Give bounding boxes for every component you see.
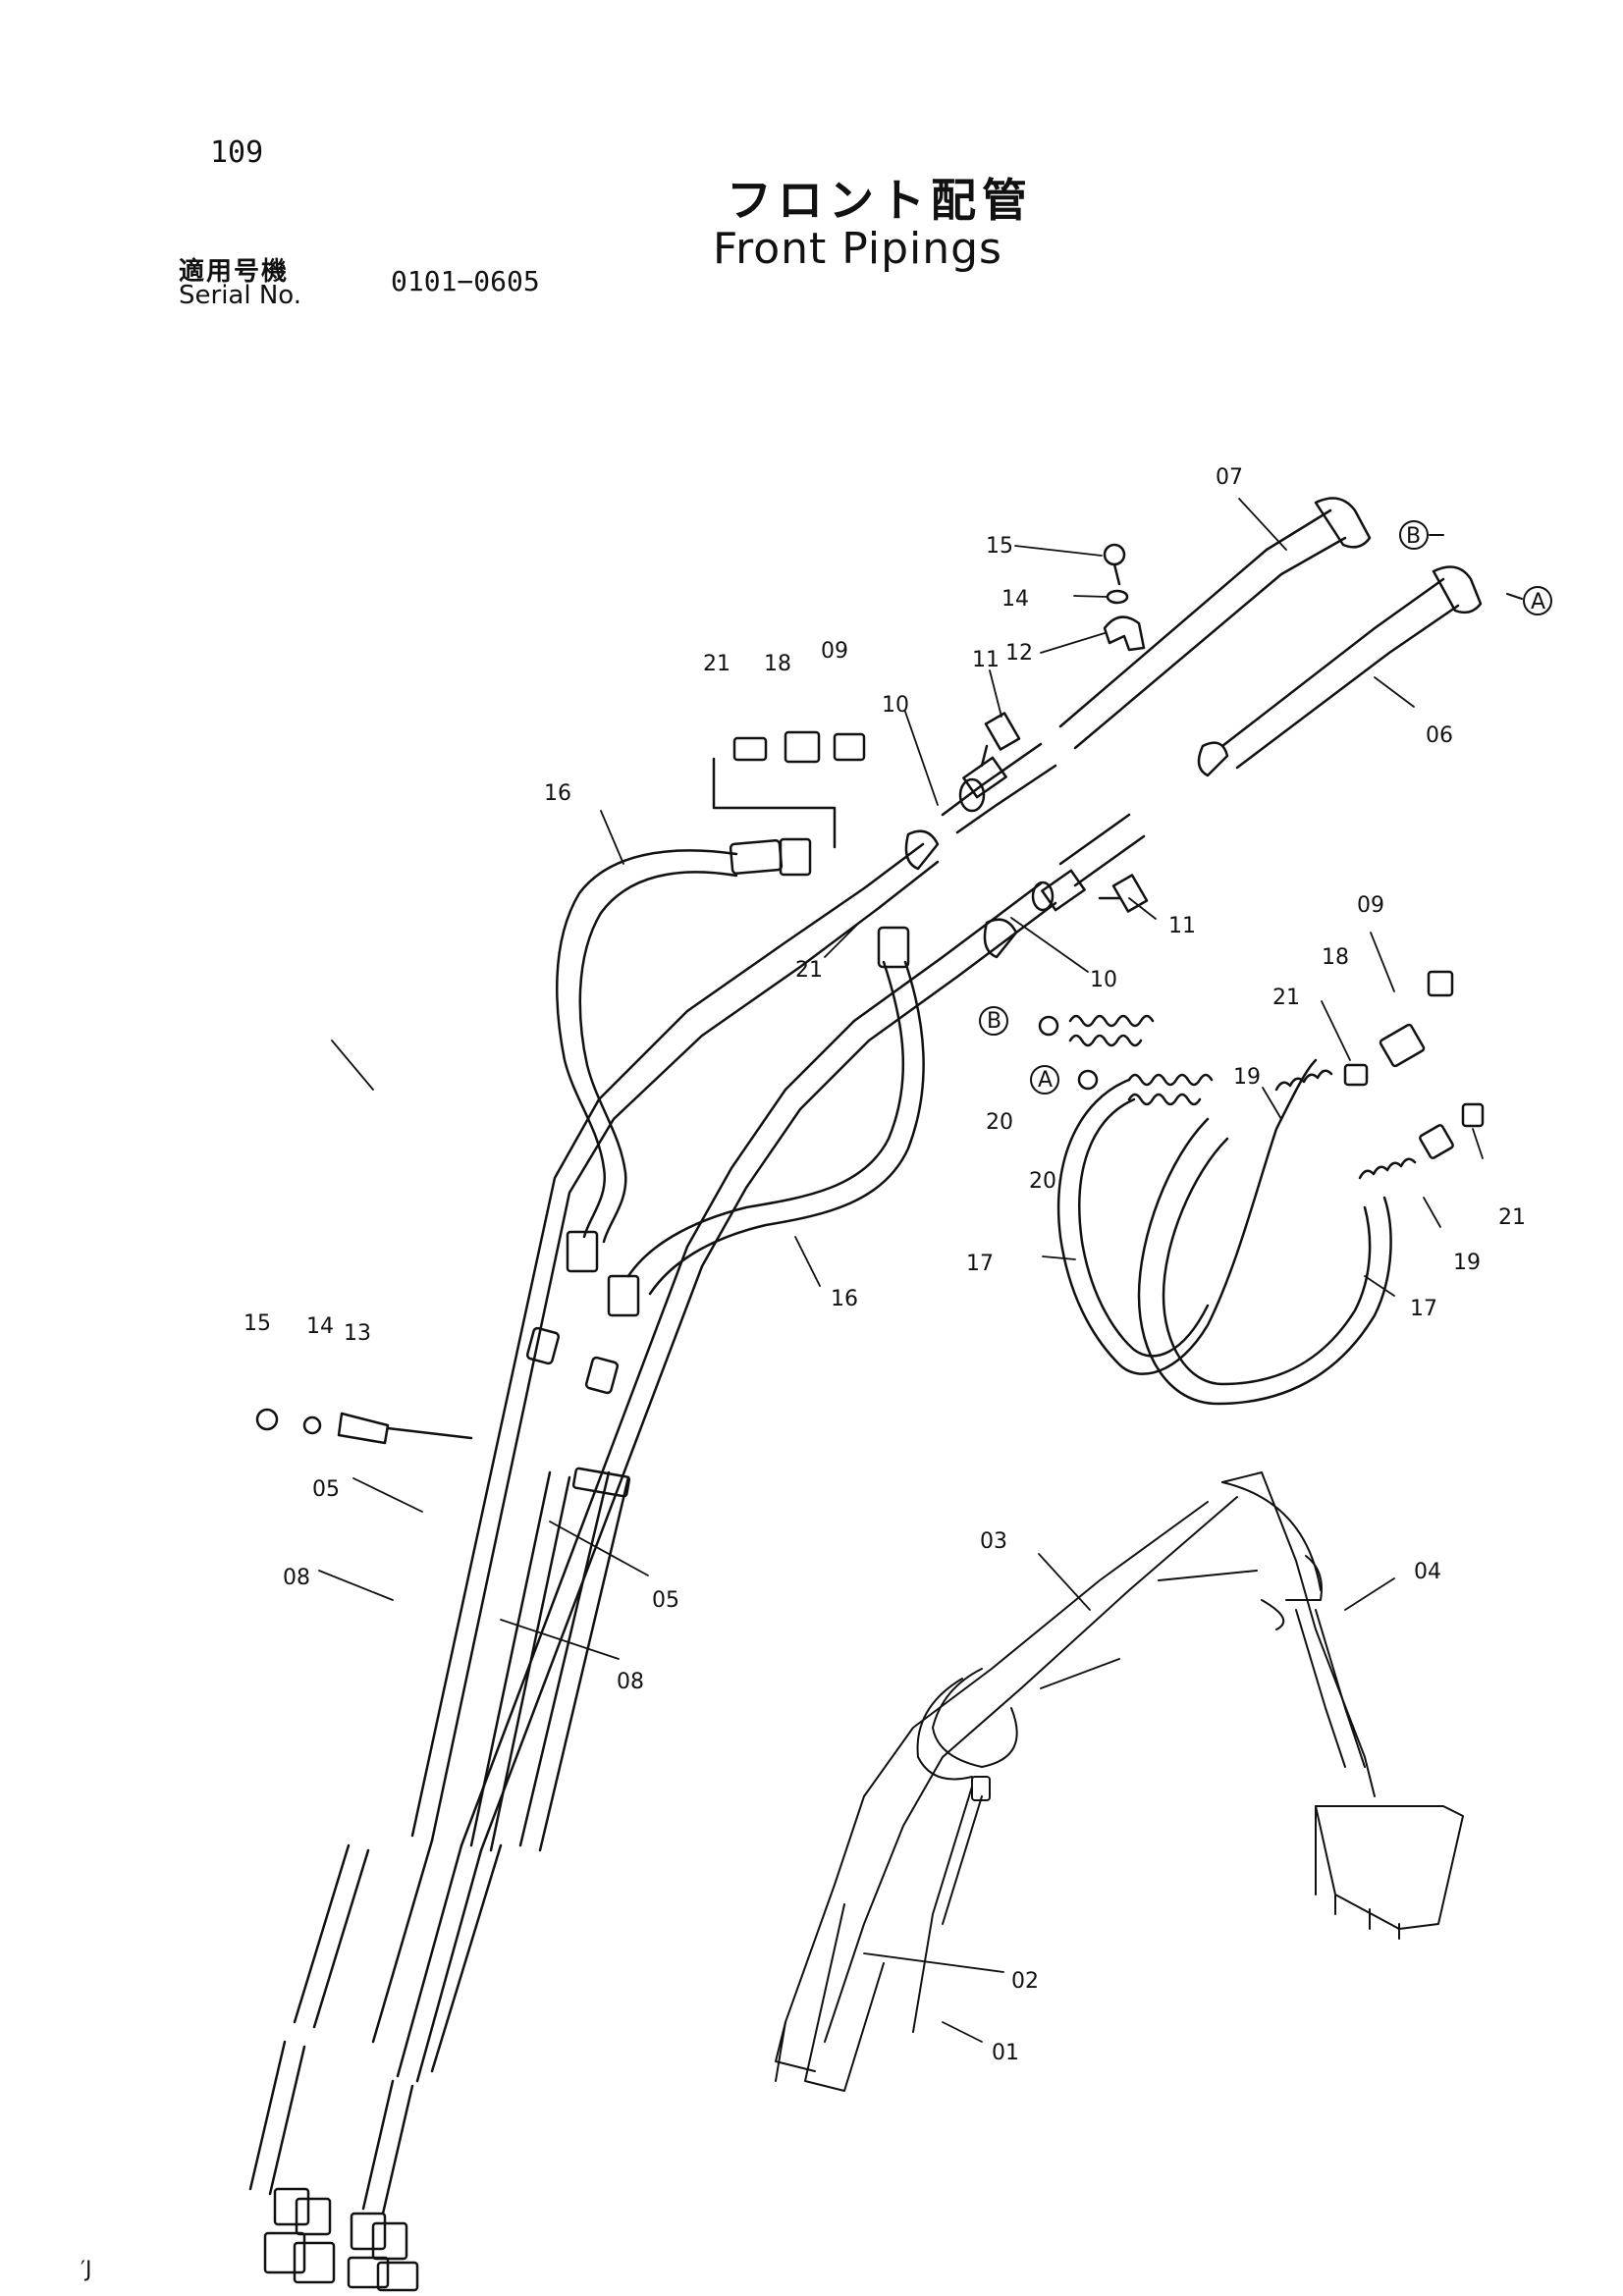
callout-11-lower: 11 — [1168, 914, 1196, 938]
callout-08-right: 08 — [617, 1670, 644, 1694]
callout-07-top: 07 — [1216, 465, 1243, 490]
clamp-12 — [1103, 615, 1146, 652]
washer-14-upper — [1106, 589, 1129, 605]
bracket-13-group — [255, 1408, 473, 1445]
pipe-07 — [410, 508, 1347, 1842]
reference-circles — [979, 520, 1552, 1095]
spring-guards — [1068, 1014, 1417, 1180]
callout-09-top: 09 — [821, 639, 848, 664]
callout-03: 03 — [980, 1529, 1007, 1554]
callout-02: 02 — [1011, 1969, 1039, 1994]
callout-08-left: 08 — [283, 1566, 310, 1590]
callout-16-upper: 16 — [544, 781, 571, 806]
callout-14-top: 14 — [1001, 587, 1029, 612]
elbow-fitting-07 — [1314, 497, 1372, 549]
leader-lines — [318, 498, 1484, 2043]
callout-09-right: 09 — [1357, 893, 1384, 918]
callout-05-right: 05 — [652, 1588, 679, 1613]
footer-mark: ′J — [81, 2258, 92, 2282]
callout-13: 13 — [344, 1321, 371, 1346]
callout-20-lower: 20 — [1029, 1169, 1056, 1194]
callout-15-left: 15 — [243, 1311, 271, 1336]
callout-18-top: 18 — [764, 652, 791, 676]
callout-21-right: 21 — [1272, 986, 1300, 1010]
callout-20-upper: 20 — [986, 1110, 1013, 1135]
ref-a-mid: A — [1038, 1068, 1053, 1093]
excavator-front-view — [775, 1471, 1464, 2092]
callout-11-upper: 11 — [972, 648, 1000, 672]
callout-06: 06 — [1426, 723, 1453, 748]
pipe-end-fittings — [904, 741, 1229, 959]
end-fittings-bottom — [263, 2187, 419, 2292]
bolt-15-upper — [1103, 543, 1126, 586]
page-number: 109 — [210, 135, 264, 170]
callout-12: 12 — [1005, 641, 1033, 666]
pipe-06 — [460, 577, 1460, 1852]
callout-10-upper: 10 — [882, 693, 909, 718]
callout-05-left: 05 — [312, 1477, 340, 1502]
callout-01: 01 — [992, 2041, 1019, 2065]
serial-label-english: Serial No. — [179, 281, 301, 310]
callout-17-left: 17 — [966, 1252, 994, 1276]
callout-21-mid: 21 — [795, 958, 823, 983]
ref-a-top: A — [1531, 590, 1545, 614]
pipes-05-08 — [248, 1326, 631, 2216]
ref-b-mid: B — [987, 1009, 1001, 1034]
adapter-group-right — [1343, 970, 1485, 1159]
callout-18-right: 18 — [1322, 945, 1349, 970]
callout-04: 04 — [1414, 1560, 1441, 1584]
callout-19-lower: 19 — [1453, 1251, 1481, 1275]
callout-17-right: 17 — [1410, 1297, 1437, 1321]
elbow-fitting-06 — [1432, 565, 1483, 614]
callout-14-left: 14 — [306, 1314, 334, 1339]
hose-16-lower — [607, 926, 925, 1317]
ref-b-top: B — [1406, 524, 1421, 549]
adapter-group-top — [712, 730, 866, 849]
title-english: Front Pipings — [713, 224, 1002, 274]
callout-21-far-right: 21 — [1498, 1205, 1526, 1230]
bolt-11-upper — [980, 712, 1021, 768]
hose-16-upper — [556, 837, 812, 1273]
callout-21-top: 21 — [703, 652, 730, 676]
bolt-11-lower — [1098, 874, 1149, 913]
serial-range: 0101−0605 — [391, 265, 540, 297]
serial-label-japanese: 適用号機 — [179, 257, 290, 287]
title-japanese: フロント配管 — [727, 174, 1033, 227]
reference-letters: B A B A — [987, 524, 1545, 1093]
hose-17-left — [1056, 1058, 1318, 1375]
callout-10-lower: 10 — [1090, 968, 1117, 992]
callout-15-top: 15 — [986, 534, 1013, 559]
o-rings-20 — [1038, 1015, 1099, 1091]
callout-16-lower: 16 — [831, 1287, 858, 1311]
callout-labels: 07 15 14 12 06 21 18 09 11 10 16 21 11 1… — [243, 465, 1526, 2065]
callout-19-upper: 19 — [1233, 1065, 1261, 1090]
